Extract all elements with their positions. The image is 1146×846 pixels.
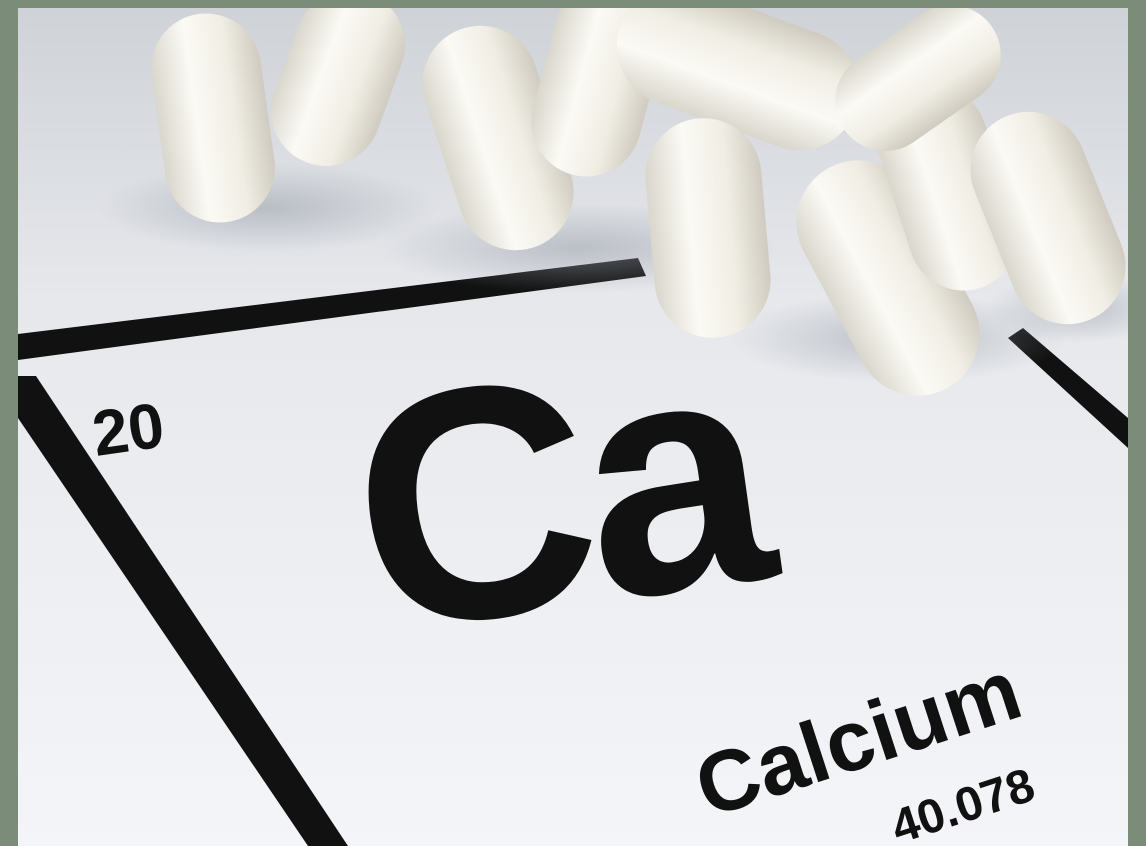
capsule-icon [835,8,1001,151]
capsule-icon [796,160,980,396]
photo-canvas: 20 Ca Calcium 40.078 [18,8,1128,846]
capsule-icon [970,111,1126,325]
capsule-icon [645,118,771,338]
atomic-number: 20 [88,389,169,470]
capsule-icon [271,8,405,166]
element-symbol: Ca [331,279,792,702]
capsule-icon [422,25,574,251]
photo-frame: 20 Ca Calcium 40.078 [18,8,1128,846]
capsule-icon [151,13,275,223]
capsule-pile [151,8,1126,396]
capsule-icon [616,8,860,151]
